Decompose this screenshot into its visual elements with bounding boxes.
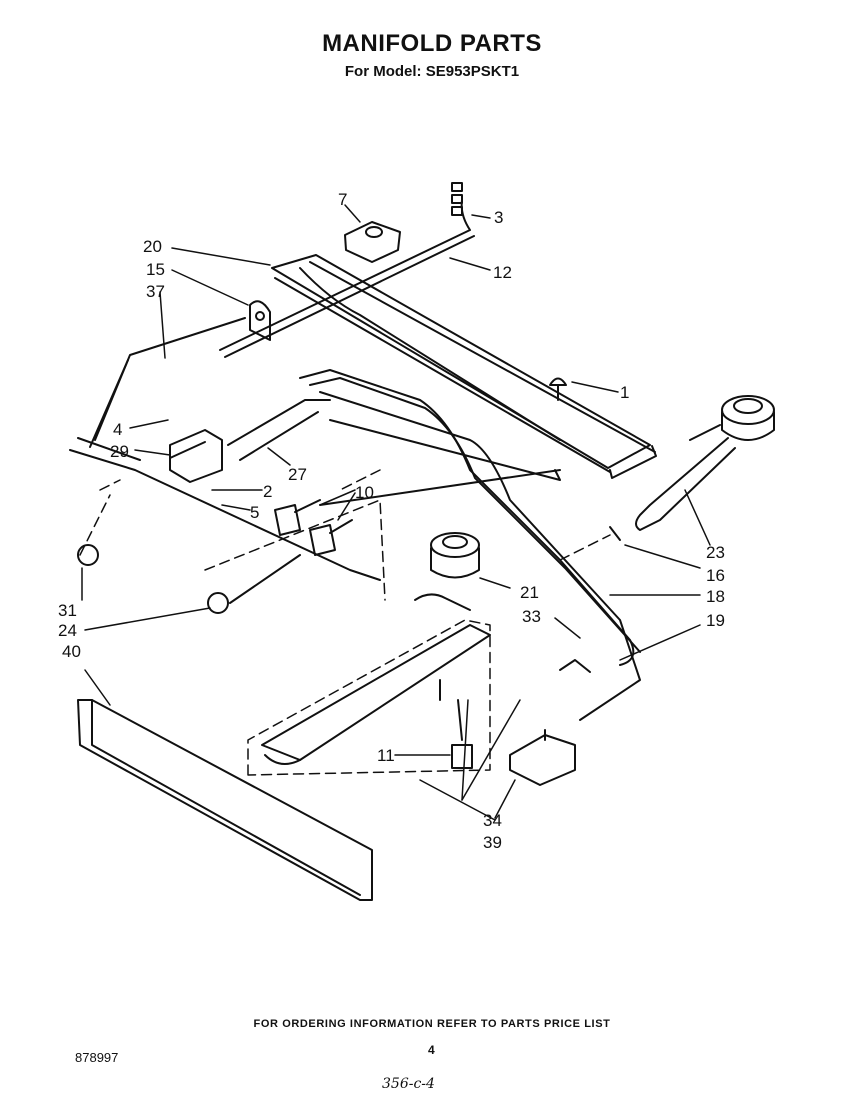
callout-2: 2 [263,482,272,501]
page-number: 4 [428,1043,435,1057]
callout-1: 1 [620,383,629,402]
callout-24: 24 [58,621,77,640]
callout-37: 37 [146,282,165,301]
callout-7: 7 [338,190,347,209]
callout-10: 10 [355,483,374,502]
manifold-bracket-part [271,254,657,479]
callout-12: 12 [493,263,512,282]
orifice-hoods-part [274,499,353,556]
handwritten-note: 356-c-4 [382,1076,435,1092]
fitting-nuts-part [451,182,463,216]
model-subtitle: For Model: SE953PSKT1 [344,63,520,80]
burner-cap-part [549,377,567,401]
burner-supply-tubes-part [227,369,641,721]
valve-body-part [169,429,223,483]
callout-21: 21 [520,583,539,602]
right-burner-part [609,395,775,541]
control-knobs-part [77,544,301,614]
support-bracket-part [249,300,271,341]
callout-39: 39 [483,833,502,852]
page-title: MANIFOLD PARTS [322,30,542,57]
callout-3: 3 [494,208,503,227]
orifice-spud-part [451,699,473,769]
callout-15: 15 [146,260,165,279]
callout-labels: 7 3 20 15 37 12 1 4 29 27 2 5 10 23 16 2… [58,190,725,852]
callout-23: 23 [706,543,725,562]
callout-11: 11 [377,746,395,765]
callout-40: 40 [62,642,81,661]
oven-burner-part [414,532,480,611]
callout-20: 20 [143,237,162,256]
callout-29: 29 [110,442,129,461]
safety-valve-part [509,659,591,786]
callout-leader-lines [81,204,711,821]
ordering-note: FOR ORDERING INFORMATION REFER TO PARTS … [253,1018,611,1030]
callout-31: 31 [58,601,77,620]
callout-5: 5 [250,503,259,522]
burner-tray-part [261,624,491,765]
front-panel-part [77,699,373,901]
callout-4: 4 [113,420,122,439]
callout-33: 33 [522,607,541,626]
mount-bracket-part [344,221,401,263]
manifold-pipe-part [69,317,561,581]
callout-16: 16 [706,566,725,585]
document-number: 878997 [75,1050,119,1065]
callout-27: 27 [288,465,307,484]
callout-34: 34 [483,811,502,830]
callout-18: 18 [706,587,725,606]
callout-19: 19 [706,611,725,630]
tray-assembly-outline [79,469,611,776]
